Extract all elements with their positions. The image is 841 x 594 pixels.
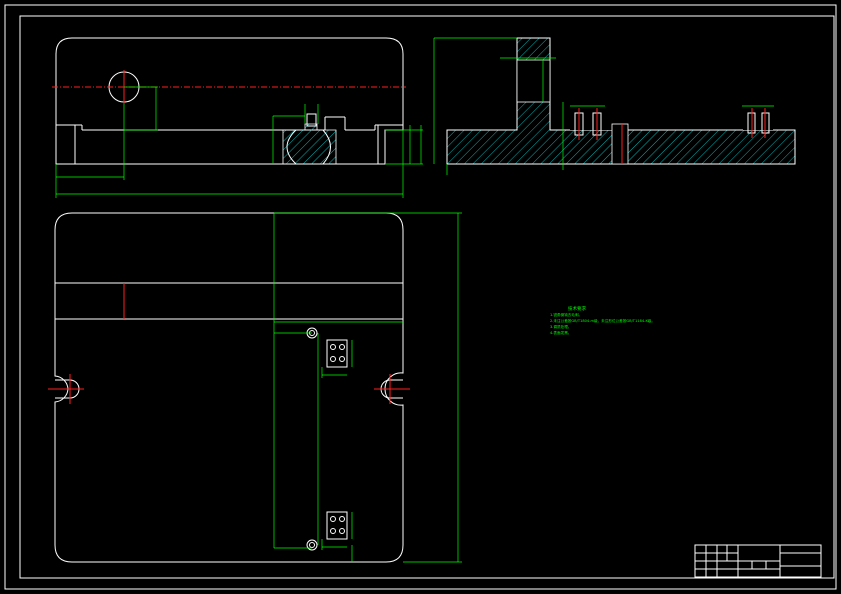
title-block bbox=[694, 544, 822, 578]
tech-req-line-1: 1.锐角倒钝去毛刺。 bbox=[550, 312, 582, 317]
plan-view bbox=[48, 212, 462, 563]
tech-req-title: 技术要求 bbox=[568, 305, 586, 312]
tech-req-line-3: 3.调质处理。 bbox=[550, 324, 571, 329]
front-section-view bbox=[52, 37, 423, 198]
inner-frame bbox=[19, 15, 835, 579]
side-section-view bbox=[433, 37, 796, 175]
tech-req-line-2: 2.未注公差按GB/T1804-m级，未注形位公差按GB/T1184-K级。 bbox=[550, 318, 655, 323]
outer-frame bbox=[4, 4, 837, 590]
technical-requirements: 技术要求 1.锐角倒钝去毛刺。 2.未注公差按GB/T1804-m级，未注形位公… bbox=[550, 305, 655, 335]
tech-req-line-4: 4.表面发黑。 bbox=[550, 330, 571, 335]
